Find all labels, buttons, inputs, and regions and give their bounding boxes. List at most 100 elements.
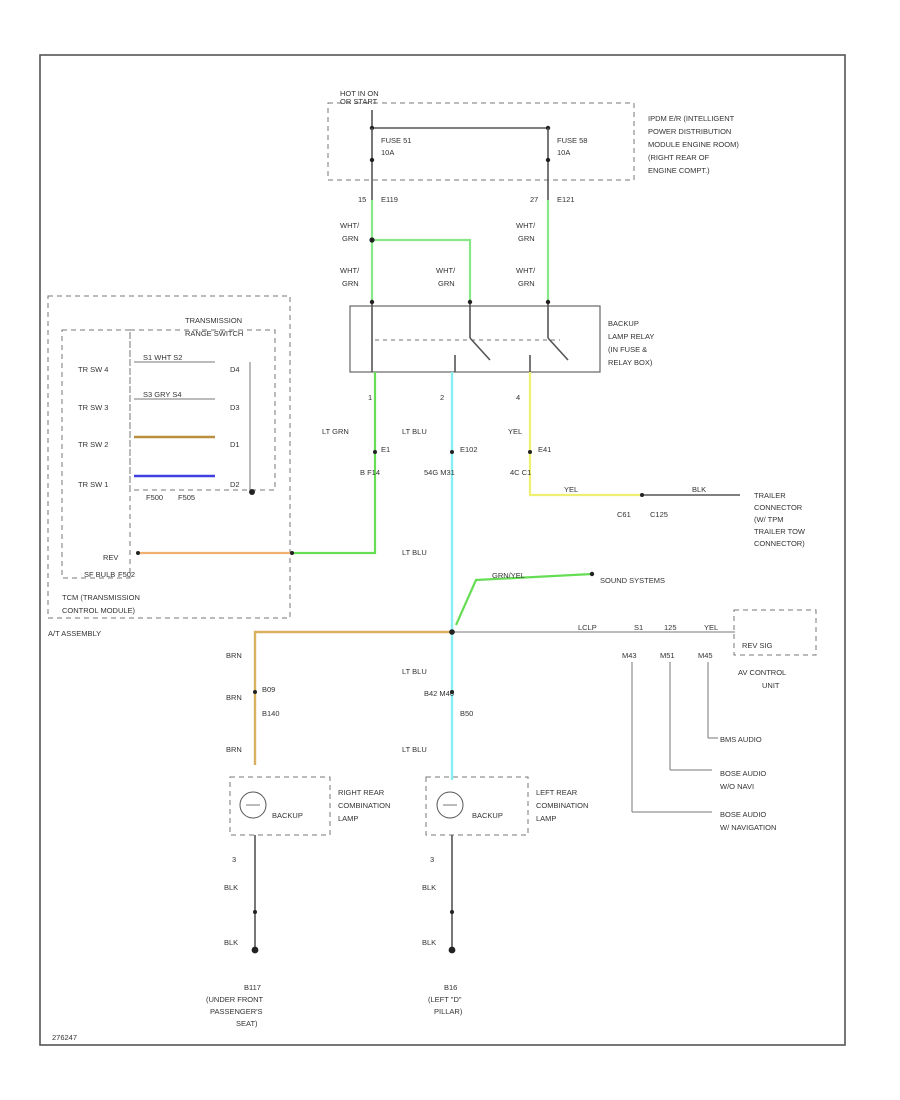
fuse-58-bottom-dot	[545, 157, 551, 163]
on-start-label: OR START	[340, 97, 378, 106]
right-lamp-pin-3: 3	[232, 855, 236, 864]
wire-grn-yel	[454, 572, 593, 626]
relay-pin-4: 4	[516, 393, 520, 402]
bose-audio-1-label-2: W/O NAVI	[720, 782, 754, 791]
av-125-label: 125	[664, 623, 677, 632]
wire-lt-grn	[292, 372, 377, 555]
tr-common-dot	[249, 489, 255, 495]
wire-label-lt-blu-2: LT BLU	[402, 548, 427, 557]
conn-dot-e102	[450, 450, 454, 454]
pin-15: 15	[358, 195, 366, 204]
ipdm-label-1: IPDM E/R (INTELLIGENT	[648, 114, 735, 123]
ground-1-label-a: B117	[244, 983, 261, 992]
tr-sw-3-label: TR SW 3	[78, 403, 108, 412]
left-ground-icon	[448, 946, 456, 954]
backup-lamp-relay	[349, 305, 601, 373]
wire-label-wht-grn-2: WHT/	[516, 221, 536, 230]
tcm-entry-dot	[290, 551, 294, 555]
pin-d1: D1	[230, 440, 240, 449]
sound-systems-label: SOUND SYSTEMS	[600, 576, 665, 585]
ground-1-label-c: PASSENGER'S	[210, 1007, 263, 1016]
wire-label-wht-grn-3: WHT/	[340, 266, 360, 275]
bose-audio-1-label-1: BOSE AUDIO	[720, 769, 766, 778]
pin-m43: M43	[622, 651, 637, 660]
rr-lamp-label-2: COMBINATION	[338, 801, 390, 810]
connector-b-f14: B F14	[360, 468, 380, 477]
wire-label-grn-4: GRN	[438, 279, 455, 288]
wire-brn	[253, 630, 452, 765]
tr-sw-4-label: TR SW 4	[78, 365, 108, 374]
lr-lamp-label-3: LAMP	[536, 814, 556, 823]
ipdm-label-4: (RIGHT REAR OF	[648, 153, 710, 162]
connector-b42: B42 M40	[424, 689, 454, 698]
lr-lamp-label-1: LEFT REAR	[536, 788, 578, 797]
connector-c125: C125	[650, 510, 668, 519]
pin-f505: F505	[178, 493, 195, 502]
ground-1-label-d: SEAT)	[236, 1019, 258, 1028]
wire-label-grn-5: GRN	[518, 279, 535, 288]
conn-dot-e1	[373, 450, 377, 454]
ground-1-label-b: (UNDER FRONT	[206, 995, 263, 1004]
wire-label-brn-1: BRN	[226, 651, 242, 660]
ipdm-label-3: MODULE ENGINE ROOM)	[648, 140, 739, 149]
connector-e102: E102	[460, 445, 478, 454]
wire-label-brn-3: BRN	[226, 745, 242, 754]
at-assembly-label: A/T ASSEMBLY	[48, 629, 101, 638]
bose-audio-2-label-1: BOSE AUDIO	[720, 810, 766, 819]
wire-yel	[528, 372, 640, 497]
tr-range-label-2: RANGE SWITCH	[185, 329, 243, 338]
diagram-frame	[39, 54, 846, 1046]
av-control-label-1: AV CONTROL	[738, 668, 786, 677]
connector-e41: E41	[538, 445, 551, 454]
connector-4c: 4C C1	[510, 468, 531, 477]
connector-54g: 54G M31	[424, 468, 455, 477]
pin-m51: M51	[660, 651, 675, 660]
pin-f500: F500	[146, 493, 163, 502]
wire-label-lt-blu-3: LT BLU	[402, 667, 427, 676]
av-rev-sig-label: REV SIG	[742, 641, 773, 650]
conn-dot-b42	[450, 690, 454, 694]
rr-lamp-label-1: RIGHT REAR	[338, 788, 385, 797]
wire-label-grn-yel: GRN/YEL	[492, 571, 525, 580]
ground-2-label-b: (LEFT "D"	[428, 995, 462, 1004]
wire-label-brn-2: BRN	[226, 693, 242, 702]
connector-b50: B50	[460, 709, 473, 718]
wire-label-wht-grn-5: WHT/	[516, 266, 536, 275]
trailer-label-4: TRAILER TOW	[754, 527, 806, 536]
ipdm-label-2: POWER DISTRIBUTION	[648, 127, 731, 136]
sf-bulb-label: SF BULB	[84, 570, 115, 579]
bose-audio-2-label-2: W/ NAVIGATION	[720, 823, 776, 832]
wire-label-blk-4: BLK	[422, 938, 436, 947]
relay-pin-2: 2	[440, 393, 444, 402]
wire-label-blk-3: BLK	[422, 883, 436, 892]
pin-d2: D2	[230, 480, 240, 489]
relay-label-2: LAMP RELAY	[608, 332, 654, 341]
wire-label-grn-2: GRN	[518, 234, 535, 243]
relay-label-4: RELAY BOX)	[608, 358, 653, 367]
trailer-label-1: TRAILER	[754, 491, 786, 500]
tcm-label-2: CONTROL MODULE)	[62, 606, 136, 615]
wire-label-lt-grn: LT GRN	[322, 427, 349, 436]
tr-sw-4-wire-label: S1 WHT S2	[143, 353, 182, 362]
connector-e1: E1	[381, 445, 390, 454]
tr-sw-1-label: TR SW 1	[78, 480, 108, 489]
trailer-label-2: CONNECTOR	[754, 503, 803, 512]
relay-label-1: BACKUP	[608, 319, 639, 328]
trailer-connector-dot	[640, 493, 644, 497]
av-s1-label: S1	[634, 623, 643, 632]
relay-label-3: (IN FUSE &	[608, 345, 647, 354]
right-ground-icon	[251, 946, 259, 954]
wire-label-yel-2: YEL	[564, 485, 578, 494]
splice-main	[449, 629, 455, 635]
transmission-range-switch-box	[129, 329, 276, 491]
left-lamp-pin-3: 3	[430, 855, 434, 864]
pin-f502: F502	[118, 570, 135, 579]
pin-27: 27	[530, 195, 538, 204]
right-rear-combination-lamp-box	[229, 776, 331, 836]
hot-label: HOT IN ON	[340, 89, 379, 98]
tcm-label-1: TCM (TRANSMISSION	[62, 593, 140, 602]
left-backup-bulb-icon	[436, 791, 464, 819]
right-backup-label: BACKUP	[272, 811, 303, 820]
left-rear-combination-lamp-box	[425, 776, 529, 836]
